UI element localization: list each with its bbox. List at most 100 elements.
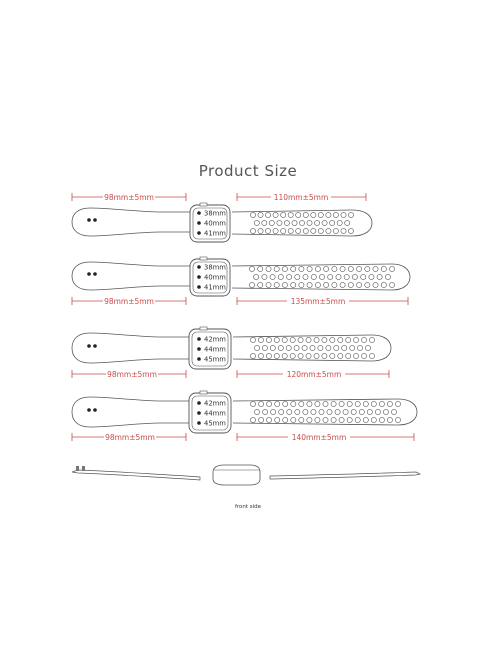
side-profile [71,464,422,486]
strap-hole [306,401,313,407]
pin-dot [87,344,91,348]
strap-hole [314,220,320,226]
strap-hole [370,417,377,423]
strap-hole [269,345,276,351]
short-strap-2 [71,261,190,291]
strap-hole [306,417,313,423]
band-1: 98mm±5mm 110mm±5mm 38mm 40mm 41mm [71,192,373,243]
strap-hole [331,282,338,288]
strap-hole [305,337,312,343]
strap-hole [282,401,289,407]
strap-hole [283,220,290,226]
strap-hole [266,417,272,423]
strap-hole [391,409,397,415]
strap-hole [258,401,264,407]
strap-hole [317,212,324,218]
strap-hole [362,401,369,407]
strap-hole [249,282,255,288]
strap-hole [287,228,294,234]
strap-hole [290,401,297,407]
strap-hole [380,282,387,288]
strap-hole [270,409,276,415]
size-label: 38mm [204,264,226,272]
size-list-4: 42mm 44mm 45mm [197,400,226,428]
strap-hole [317,228,324,234]
strap-hole [313,353,320,359]
strap-hole [298,401,305,407]
strap-hole [310,212,317,218]
strap-hole [281,353,288,359]
strap-hole [314,417,321,423]
strap-hole [332,228,339,234]
strap-hole [340,228,347,234]
strap-hole [298,282,305,288]
strap-hole [250,401,256,407]
band-3: 42mm 44mm 45mm 98mm±5mm 120mm±5mm [71,326,392,379]
strap-hole [364,266,371,272]
strap-hole [350,409,357,415]
strap-hole [335,274,342,280]
strap-hole [306,220,313,226]
size-label: 42mm [204,400,226,408]
size-label: 44mm [204,346,226,354]
strap-hole [299,220,305,226]
short-strap-1 [71,207,190,237]
strap-hole [325,228,332,234]
strap-hole [342,409,349,415]
dimension-right-1: 110mm±5mm [236,192,367,202]
strap-hole [290,282,297,288]
strap-hole [294,409,301,415]
strap-hole [338,401,345,407]
pin-dot [87,408,91,412]
strap-hole [340,212,347,218]
strap-hole [329,220,336,226]
strap-hole [372,266,379,272]
strap-hole [281,337,288,343]
strap-hole [295,212,302,218]
strap-hole [348,228,354,234]
strap-hole [257,282,264,288]
strap-hole [302,274,309,280]
dimension-label-right-4: 140mm±5mm [292,433,347,442]
size-label: 40mm [204,220,226,228]
strap-hole [364,282,371,288]
strap-hole [291,220,298,226]
strap-hole [273,282,280,288]
side-long-strap [269,471,422,480]
strap-hole [281,266,288,272]
short-strap-3 [71,332,191,364]
strap-hole [261,345,268,351]
strap-hole [374,409,381,415]
strap-hole [330,401,337,407]
size-label: 45mm [204,356,226,364]
dimension-label-right-2: 135mm±5mm [291,297,346,306]
strap-hole [306,282,313,288]
strap-hole [345,337,352,343]
strap-hole [389,282,395,288]
strap-hole [272,228,279,234]
size-label: 41mm [204,230,226,238]
strap-hole [362,417,369,423]
strap-hole [314,266,321,272]
strap-hole [289,337,296,343]
strap-hole [354,417,361,423]
dimension-label-left-2: 98mm±5mm [104,297,154,306]
strap-hole [321,337,328,343]
dimension-right-2: 135mm±5mm [236,296,409,306]
strap-hole [361,337,367,343]
strap-hole [297,337,304,343]
strap-hole [369,337,375,343]
strap-holes-3 [250,337,375,359]
strap-hole [344,220,351,226]
strap-hole [372,282,379,288]
strap-hole [301,345,308,351]
strap-hole [261,274,268,280]
strap-hole [250,337,256,343]
strap-hole [333,345,340,351]
strap-hole [366,409,373,415]
strap-hole [253,220,260,226]
strap-hole [257,337,264,343]
strap-hole [325,345,332,351]
strap-hole [261,220,268,226]
strap-hole [339,266,346,272]
